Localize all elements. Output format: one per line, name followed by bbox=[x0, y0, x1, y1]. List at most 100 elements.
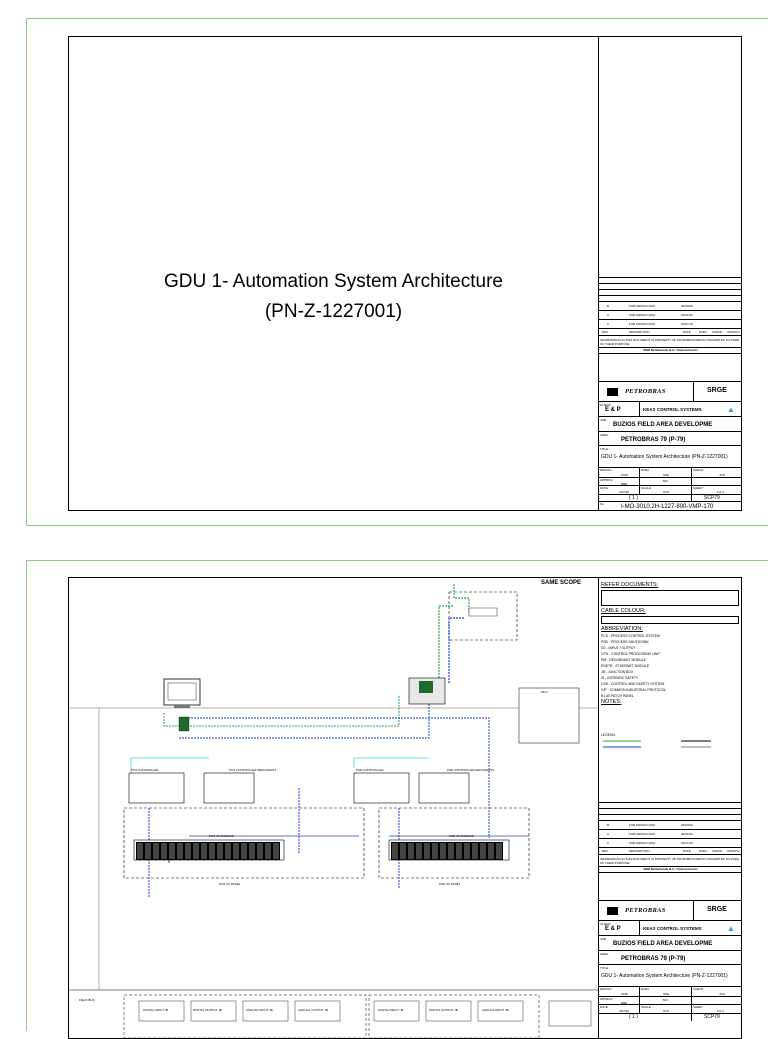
abbreviation-heading: ABBREVIATION: bbox=[601, 626, 643, 632]
mcc-label: MCC bbox=[541, 690, 548, 694]
abbreviation-item: PCS - PROCESS CONTROL SYSTEM bbox=[601, 634, 660, 638]
io-module-slot bbox=[439, 842, 447, 860]
job-row: JOB: BUZIOS FIELD AREA DEVELOPME bbox=[599, 935, 742, 951]
petrobras-logo-text: PETROBRAS bbox=[625, 388, 666, 395]
abbreviation-item: CIP - COMMON INDUSTRIAL PROTOCOL bbox=[601, 688, 667, 692]
design-row: DESIGN GMP EXEC. SPE CHECK JUR bbox=[599, 467, 742, 478]
pcs-controller-rack bbox=[128, 772, 185, 804]
revision-row: B FOR DESIGN (IFD) 26/03/20 bbox=[599, 820, 742, 830]
notes-heading: NOTES: bbox=[601, 699, 622, 705]
title-row: TITLE: GDU 1- Automation System Architec… bbox=[599, 964, 742, 987]
revision-row: A FOR DESIGN (IFD) 20/01/20 bbox=[599, 829, 742, 839]
petrobras-logo-icon bbox=[607, 907, 618, 915]
sheet-no-row: ( 1 ) SCP79 bbox=[599, 1013, 742, 1021]
io-module-slot bbox=[136, 842, 144, 860]
io-module-slot bbox=[224, 842, 232, 860]
refer-docs-heading: REFER DOCUMENTS: bbox=[601, 582, 659, 588]
keas-logo-icon: ▲ bbox=[727, 405, 735, 414]
io-module-slot bbox=[232, 842, 240, 860]
io-jb-label: DIGITAL OUTPUT JB bbox=[193, 1008, 222, 1012]
keas-logo-icon: ▲ bbox=[727, 924, 735, 933]
psd-controller-red-rack bbox=[418, 772, 470, 804]
client-row: CLIENT: E & P KEAS CONTROL SYSTEMS ▲ bbox=[599, 401, 742, 417]
job-row: JOB: BUZIOS FIELD AREA DEVELOPME bbox=[599, 416, 742, 432]
io-module-slot bbox=[176, 842, 184, 860]
legend-lines bbox=[603, 740, 711, 748]
psd-io-panel-box bbox=[378, 807, 530, 879]
pcs-io-panel-label: PCS I/O PANEL bbox=[219, 882, 241, 886]
io-module-slot bbox=[152, 842, 160, 860]
area-row: AREA: PETROBRAS 79 (P-79) bbox=[599, 431, 742, 446]
io-jb-label: ANALOG INPUT JB bbox=[482, 1008, 509, 1012]
io-module-slot bbox=[240, 842, 248, 860]
revision-header: REV. DESCRIPTION DATE EXEC. CHECK APPROV… bbox=[599, 847, 742, 855]
drawing-sheet-1: GDU 1- Automation System Architecture (P… bbox=[26, 18, 768, 526]
title-block-2: B FOR DESIGN (IFD) 26/03/20 A FOR DESIGN… bbox=[598, 578, 742, 1038]
title-block: B FOR DESIGN (IFD) 26/03/20 A FOR DESIGN… bbox=[598, 37, 742, 510]
io-jb-label: DIGITAL INPUT JB bbox=[378, 1008, 404, 1012]
io-module-slot bbox=[415, 842, 423, 860]
abbreviation-item: PSD - PROCESS SHUTDOWN bbox=[601, 640, 649, 644]
io-module-slot bbox=[200, 842, 208, 860]
cover-title-line-2: (PN-Z-1227001) bbox=[264, 301, 403, 322]
io-module-slot bbox=[272, 842, 280, 860]
abbreviation-item: CSS - CONTROL AND SAFETY SYSTEM bbox=[601, 682, 665, 686]
psd-controller-rack bbox=[353, 772, 410, 804]
cover-title-line-1: GDU 1- Automation System Architecture bbox=[164, 271, 503, 292]
io-module-slot bbox=[144, 842, 152, 860]
ethernet-switch-icon bbox=[178, 716, 190, 732]
date-row: DATE 2/07/20 SCALE NTS SHEET 1of 3 bbox=[599, 1004, 742, 1014]
petrobras-logo-text: PETROBRAS bbox=[625, 907, 666, 914]
io-jb-label: ANALOG OUTPUT JB bbox=[298, 1008, 328, 1012]
io-module-slot bbox=[423, 842, 431, 860]
drawing-cover-title: GDU 1- Automation System Architecture (P… bbox=[69, 267, 598, 327]
petrobras-logo-icon bbox=[607, 388, 618, 396]
io-module-slot bbox=[431, 842, 439, 860]
io-module-slot bbox=[216, 842, 224, 860]
io-jb-label: DIGITAL INPUT JB bbox=[143, 1008, 169, 1012]
srge-label: SRGE bbox=[707, 387, 727, 394]
io-module-slot bbox=[248, 842, 256, 860]
io-module-slot bbox=[168, 842, 176, 860]
approv-row: APPROV. EBE MO bbox=[599, 477, 742, 486]
contractor-row: SBM Netherlands B.V. / Subcontractor bbox=[599, 347, 742, 354]
srge-label: SRGE bbox=[707, 906, 727, 913]
io-module-slot bbox=[399, 842, 407, 860]
io-module-slot bbox=[160, 842, 168, 860]
io-module-slot bbox=[391, 842, 399, 860]
title-row: TITLE: GDU 1- Automation System Architec… bbox=[599, 445, 742, 468]
design-row: DESIGN GMP EXEC. SPE CHECK JUR bbox=[599, 986, 742, 997]
client-row: CLIENT: E & P KEAS CONTROL SYSTEMS ▲ bbox=[599, 920, 742, 936]
pcs-controller-label: PCS CONTROLLER bbox=[131, 768, 159, 772]
pcs-controller-red-rack bbox=[203, 772, 255, 804]
revision-row: 0 FOR DESIGN (IFD) 20/07/19 bbox=[599, 319, 742, 329]
revision-row: B FOR DESIGN (IFD) 26/03/20 bbox=[599, 301, 742, 311]
io-module-slot bbox=[495, 842, 503, 860]
io-module-slot bbox=[184, 842, 192, 860]
confidential-note: INFORMATION IN THIS DOCUMENT IS PROPERTY… bbox=[599, 335, 742, 348]
sheet-no-row: ( 1 ) SCP79 bbox=[599, 494, 742, 502]
contractor-row: SBM Netherlands B.V. / Subcontractor bbox=[599, 866, 742, 873]
abbreviation-item: RJ-45 PATCH PANEL bbox=[601, 694, 634, 698]
abbreviation-item: JB - JUNCTION BOX bbox=[601, 670, 634, 674]
area-row: AREA: PETROBRAS 79 (P-79) bbox=[599, 950, 742, 965]
io-jb-label: DIGITAL OUTPUT JB bbox=[429, 1008, 458, 1012]
abbreviation-item: IS - INTRINSIC SAFETY bbox=[601, 676, 639, 680]
cable-colour-heading: CABLE COLOUR: bbox=[601, 608, 646, 614]
confidential-note: INFORMATION IN THIS DOCUMENT IS PROPERTY… bbox=[599, 854, 742, 867]
io-module-slot bbox=[208, 842, 216, 860]
field-bus-label: FIELD BUS bbox=[79, 998, 95, 1002]
abbreviation-item: I/O - INPUT / OUTPUT bbox=[601, 646, 636, 650]
date-row: DATE 2/07/20 SCALE NTS SHEET 1of 3 bbox=[599, 485, 742, 495]
io-module-slot bbox=[192, 842, 200, 860]
architecture-diagram bbox=[69, 583, 598, 1038]
same-scope-label: SAME SCOPE bbox=[541, 580, 582, 586]
pcs-io-panel-box bbox=[123, 807, 365, 879]
psd-controller-label: PSD CONTROLLER bbox=[356, 768, 384, 772]
psd-io-panel-label: PSD I/O PANEL bbox=[439, 882, 461, 886]
approv-row: APPROV. EBE MO bbox=[599, 996, 742, 1005]
ews-box bbox=[448, 591, 518, 641]
abbreviation-item: CPU - CONTROL PROCESSING UNIT bbox=[601, 652, 661, 656]
psd-controller-red-label: PSD CONTROLLER REDUNDANT bbox=[447, 768, 495, 772]
revision-row: A FOR DESIGN (IFD) 20/01/20 bbox=[599, 310, 742, 320]
